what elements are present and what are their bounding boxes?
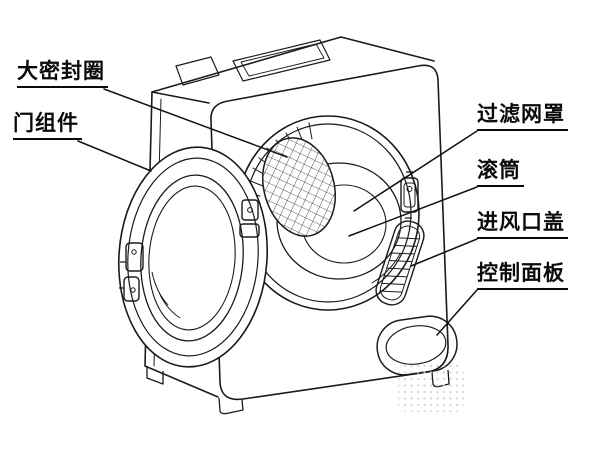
leader-lines [77, 88, 478, 336]
leader-control-panel [436, 289, 478, 336]
body-top-face [151, 36, 435, 104]
label-control-panel: 控制面板 [477, 262, 568, 291]
front-latch [400, 171, 419, 219]
watermark-dots [398, 364, 464, 412]
door-hinge [119, 242, 144, 302]
leader-filter-cover [353, 130, 478, 212]
door-window-glass [148, 185, 236, 331]
control-panel-dial [385, 325, 447, 365]
filter-mesh [262, 137, 336, 237]
leader-seal-ring [103, 88, 288, 158]
door-glass-shine [151, 271, 181, 319]
label-drum: 滚筒 [477, 159, 524, 188]
label-filter-cover: 过滤网罩 [477, 103, 568, 132]
label-seal-ring: 大密封圈 [17, 60, 108, 89]
top-handle-recess-small [175, 56, 220, 86]
leader-door-assembly [77, 140, 152, 172]
vent-slats [379, 237, 420, 293]
top-handle-recess-large-inner [240, 43, 325, 77]
door-assembly-drawing [117, 146, 269, 368]
door-window-frame [140, 174, 244, 342]
door-outer [117, 146, 269, 368]
label-air-inlet-cover: 进风口盖 [477, 211, 568, 240]
door-latch [239, 199, 260, 238]
drum-opening [236, 115, 420, 311]
label-door-assembly: 门组件 [13, 112, 82, 141]
leader-drum [348, 186, 478, 237]
drum-shading-arc [371, 253, 401, 284]
top-handle-recess-large [232, 39, 331, 82]
leader-air-inlet [410, 238, 478, 267]
door-rim [127, 157, 259, 357]
